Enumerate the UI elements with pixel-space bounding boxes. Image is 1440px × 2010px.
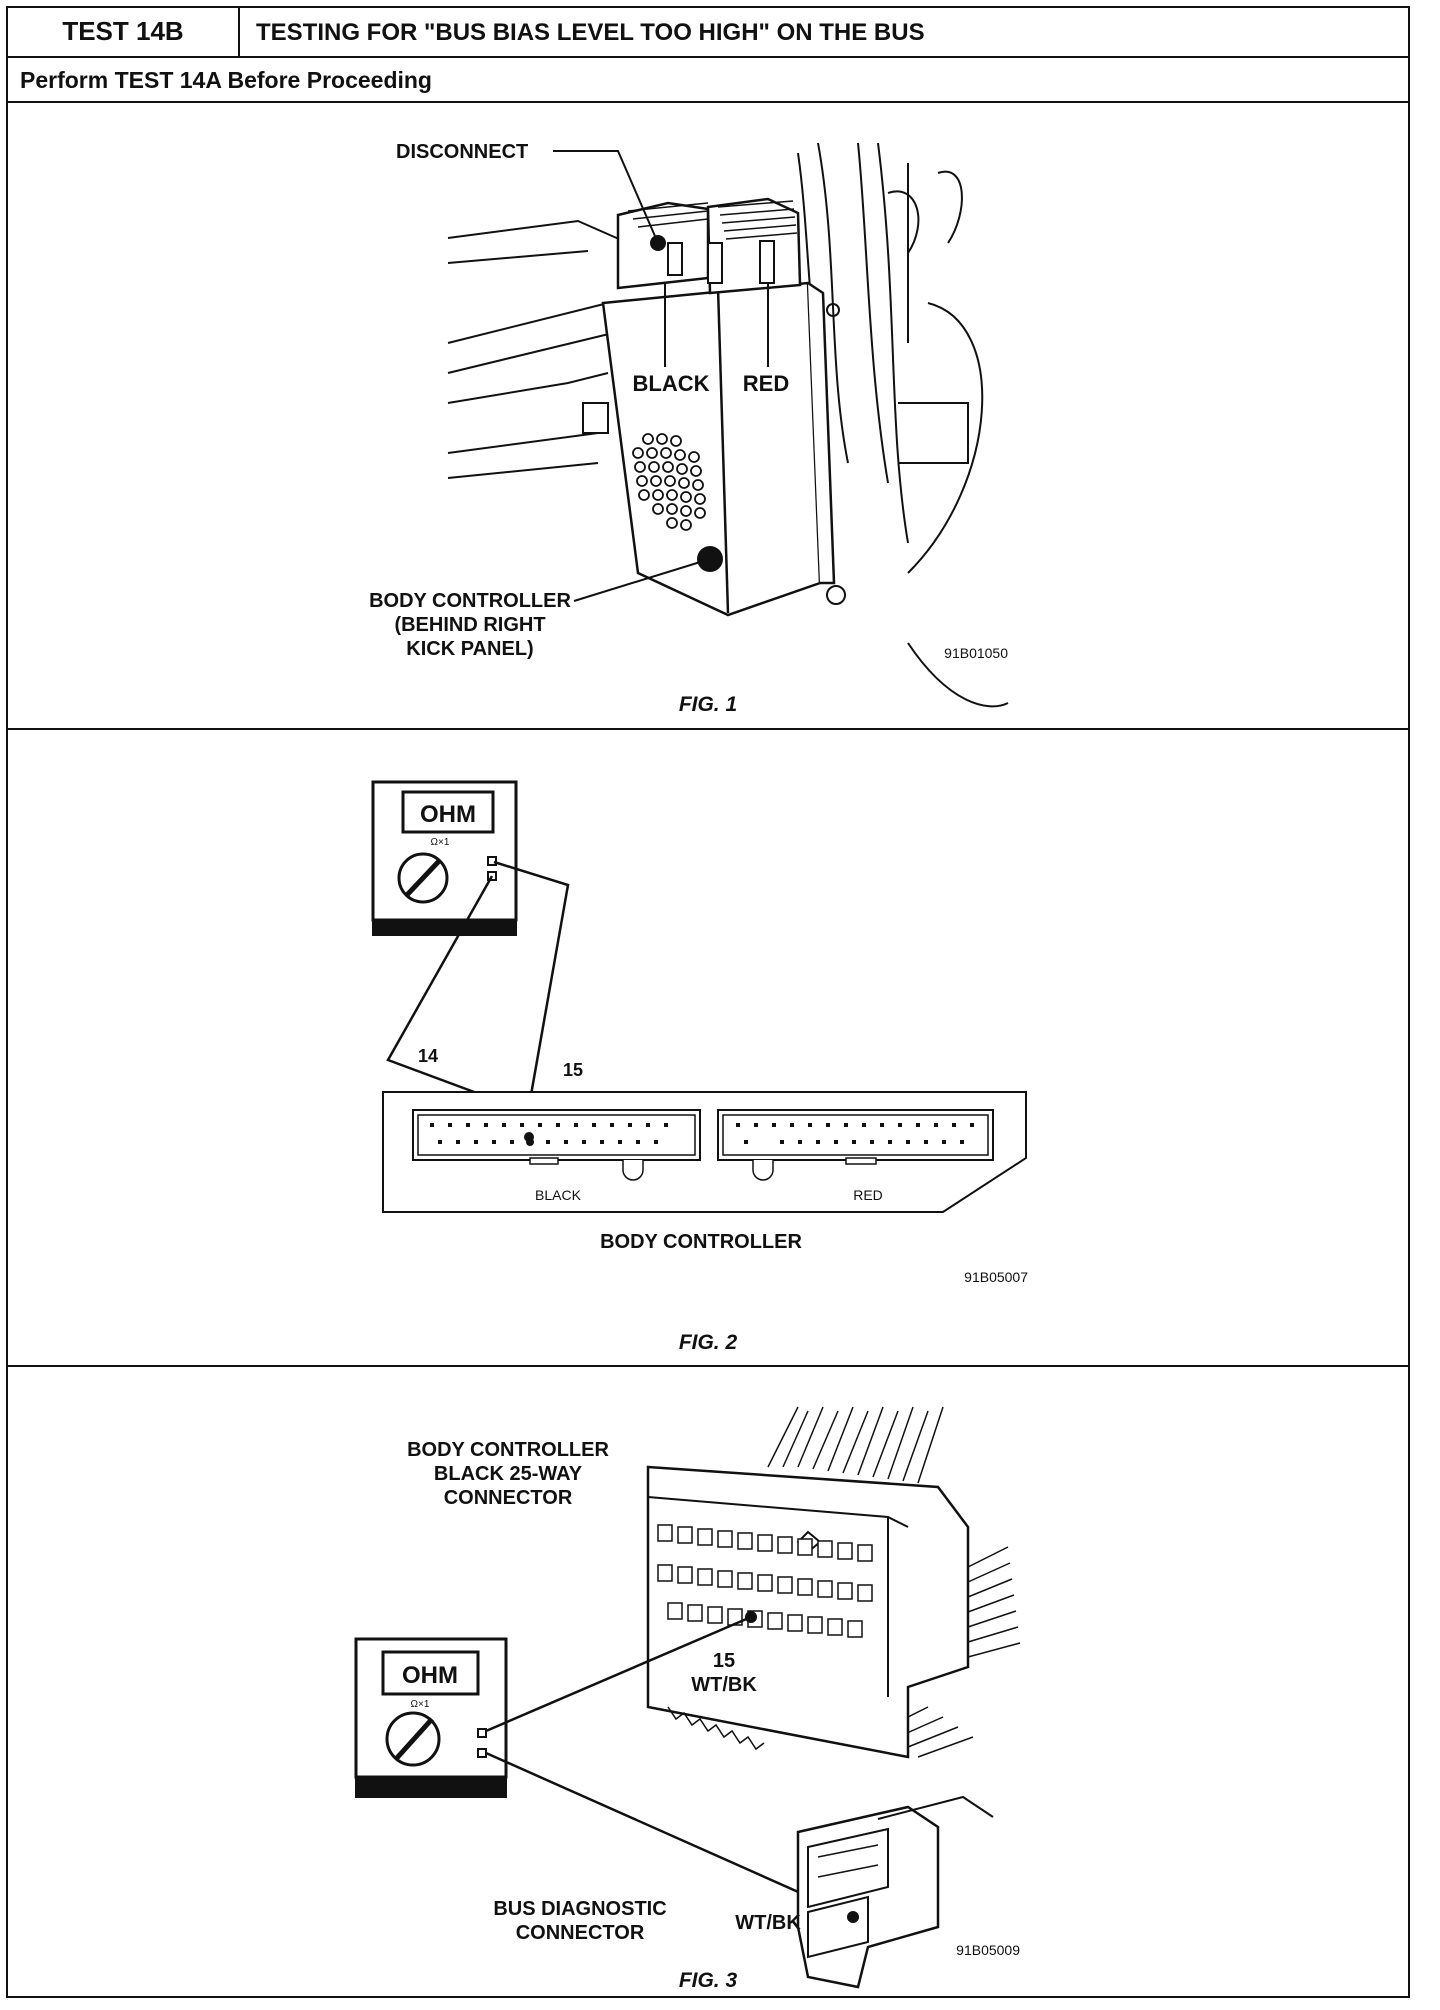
- label-black-connector: BLACK: [535, 1187, 582, 1203]
- label-connector-3: CONNECTOR: [444, 1487, 573, 1509]
- mounting-bolt: [826, 303, 840, 317]
- label-connector-1: BODY CONTROLLER: [407, 1439, 609, 1461]
- pin-15-label: 15: [713, 1650, 735, 1672]
- wt-bk-contact: [847, 1911, 859, 1923]
- label-bus-diagnostic-1: BUS DIAGNOSTIC: [493, 1898, 666, 1920]
- meter-display-text: OHM: [402, 1662, 458, 1689]
- meter-display: [381, 1650, 480, 1696]
- connector-ribs: [627, 200, 798, 240]
- test-sheet: TEST 14B TESTING FOR "BUS BIAS LEVEL TOO…: [6, 6, 1410, 1998]
- meter-range: Ω×1: [431, 837, 450, 848]
- test-leads: [485, 1615, 851, 1917]
- prerequisite-note: Perform TEST 14A Before Proceeding: [8, 58, 1408, 103]
- figure-1-caption: FIG. 1: [678, 693, 738, 716]
- ohmmeter: OHM Ω×1: [371, 780, 518, 936]
- meter-display: [401, 790, 495, 834]
- label-bus-diagnostic-2: CONNECTOR: [516, 1922, 645, 1944]
- ohmmeter: OHM Ω×1: [354, 1637, 508, 1798]
- meter-range: Ω×1: [411, 1699, 430, 1710]
- figure-1-panel: DISCONNECT BLACK RED BODY CONTROLLER (BE…: [8, 103, 1408, 730]
- label-body-controller-2: (BEHIND RIGHT: [394, 614, 545, 636]
- pin-14-label: 14: [418, 1046, 438, 1066]
- vent-holes: [632, 433, 706, 531]
- figure-2-caption: FIG. 2: [678, 1331, 738, 1354]
- label-red: RED: [743, 371, 789, 396]
- pin-15-label: 15: [563, 1060, 583, 1080]
- label-black: BLACK: [633, 371, 710, 396]
- figure-2-panel: OHM Ω×1 14 15: [8, 730, 1408, 1367]
- figure-3-panel: BODY CONTROLLER BLACK 25-WAY CONNECTOR: [8, 1367, 1408, 1996]
- figure-1-illustration: DISCONNECT BLACK RED BODY CONTROLLER (BE…: [369, 141, 1009, 708]
- pin-14-contact: [526, 1138, 534, 1146]
- label-connector-2: BLACK 25-WAY: [434, 1463, 583, 1485]
- label-body-controller-3: KICK PANEL): [406, 638, 533, 660]
- test-title: TESTING FOR "BUS BIAS LEVEL TOO HIGH" ON…: [256, 19, 925, 46]
- bus-diagnostic-connector: [796, 1795, 994, 1989]
- black-25-way-connector: [646, 1465, 970, 1759]
- red-connector: [717, 1109, 994, 1181]
- figure-2-ref: 91B05007: [964, 1269, 1028, 1285]
- body-controller-module: [601, 197, 836, 617]
- wire-label-upper: WT/BK: [691, 1674, 757, 1696]
- lower-bolt: [826, 585, 846, 605]
- meter-display-text: OHM: [420, 801, 476, 828]
- label-disconnect: DISCONNECT: [396, 141, 528, 163]
- label-body-controller: BODY CONTROLLER: [600, 1231, 802, 1253]
- wire-label-lower: WT/BK: [735, 1912, 801, 1934]
- figure-2-illustration: OHM Ω×1 14 15: [371, 780, 1028, 1285]
- label-body-controller-1: BODY CONTROLLER: [369, 590, 571, 612]
- header-bar: TEST 14B TESTING FOR "BUS BIAS LEVEL TOO…: [8, 8, 1408, 58]
- figure-1-ref: 91B01050: [944, 645, 1008, 661]
- connector-latches: [667, 240, 775, 284]
- figure-3-ref: 91B05009: [956, 1942, 1020, 1958]
- label-red-connector: RED: [853, 1187, 883, 1203]
- vehicle-structure: [447, 142, 1009, 708]
- test-id: TEST 14B: [8, 8, 240, 56]
- black-connector: [412, 1109, 701, 1181]
- figure-1-leaders: [553, 150, 769, 602]
- figure-3-illustration: BODY CONTROLLER BLACK 25-WAY CONNECTOR: [354, 1406, 1020, 1989]
- figure-3-caption: FIG. 3: [678, 1969, 738, 1992]
